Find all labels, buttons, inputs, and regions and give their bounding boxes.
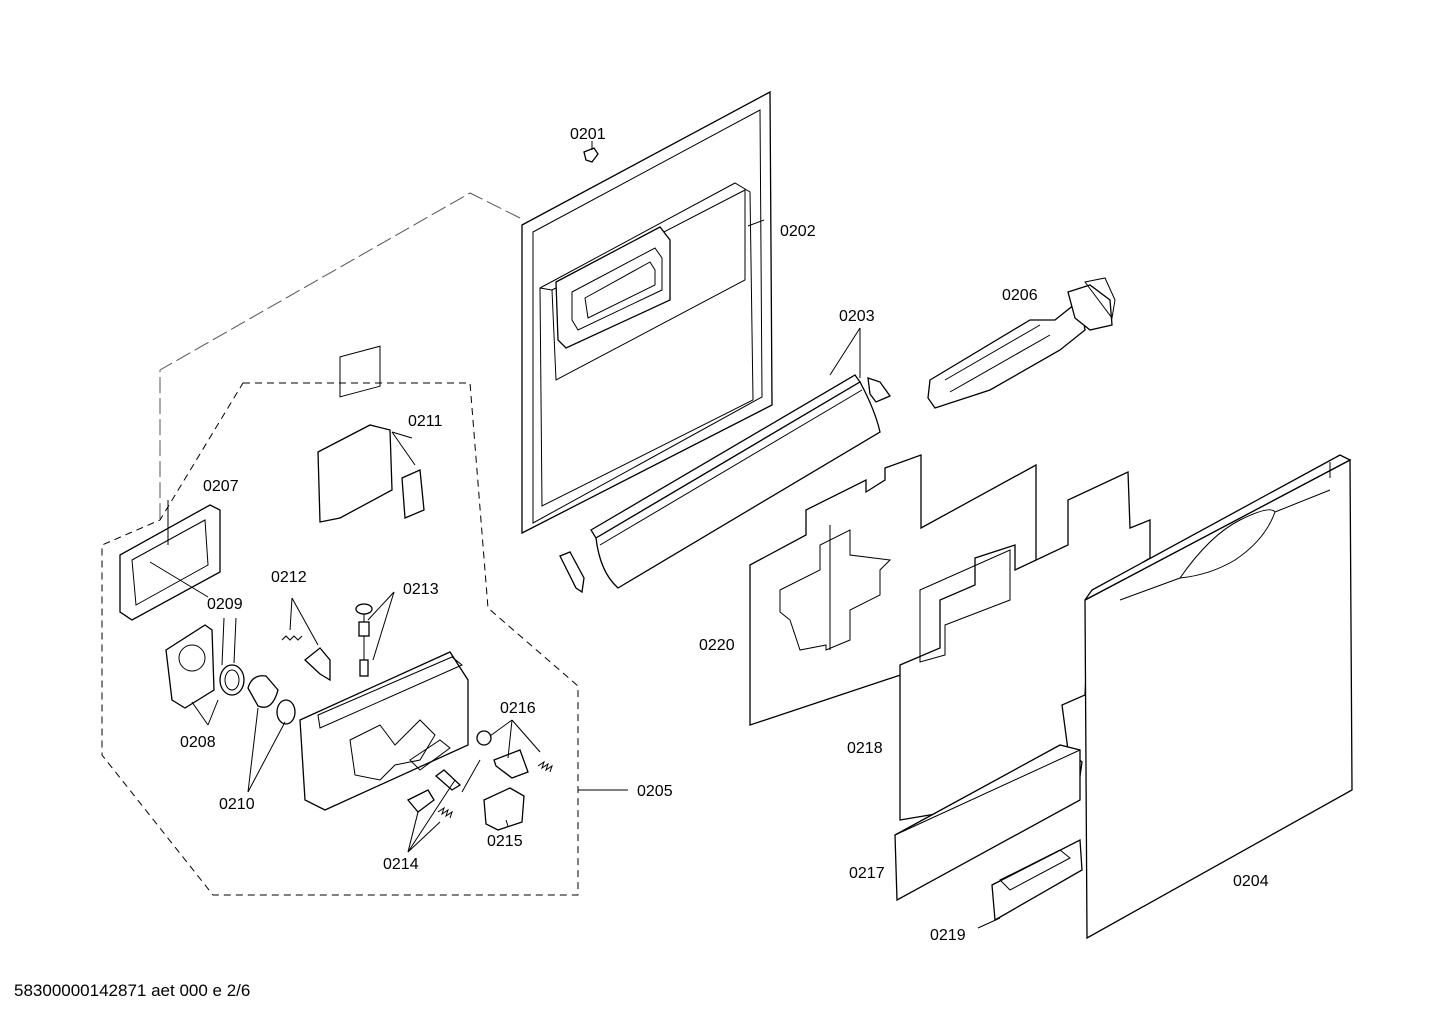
part-0212-spring-lever <box>281 635 331 682</box>
label-0207: 0207 <box>203 478 239 495</box>
part-labels: 0201 0202 0203 0204 0205 0206 0207 0208 … <box>180 126 1269 944</box>
part-0201-screw <box>583 147 599 163</box>
outer-assembly-outline <box>159 192 521 520</box>
label-0201: 0201 <box>570 126 606 143</box>
part-0214-parts <box>406 759 481 819</box>
part-0207-gasket-frame <box>119 504 221 621</box>
part-0211-cover <box>317 345 425 523</box>
label-0220: 0220 <box>699 637 735 654</box>
part-0215-switch <box>483 787 525 831</box>
label-0211: 0211 <box>408 413 443 430</box>
label-0216: 0216 <box>500 700 536 717</box>
part-0202-inner-door <box>521 90 773 535</box>
label-0205: 0205 <box>637 783 673 800</box>
part-0204-outer-door <box>1084 454 1353 940</box>
part-0206-bracket <box>927 277 1116 409</box>
label-0206: 0206 <box>1002 287 1038 304</box>
label-0203: 0203 <box>839 308 875 325</box>
label-0210: 0210 <box>219 796 255 813</box>
label-0213: 0213 <box>403 581 439 598</box>
part-0219-handle-strip <box>991 838 1083 922</box>
leader-lines <box>149 141 1001 929</box>
part-0203-profile-strip <box>559 374 891 594</box>
label-0217: 0217 <box>849 865 885 882</box>
label-0218: 0218 <box>847 740 883 757</box>
part-0205-lock-housing <box>299 651 469 811</box>
label-0202: 0202 <box>780 223 816 240</box>
label-0209: 0209 <box>207 596 243 613</box>
label-0219: 0219 <box>930 927 966 944</box>
label-0214: 0214 <box>383 856 419 873</box>
label-0204: 0204 <box>1233 873 1269 890</box>
label-0208: 0208 <box>180 734 216 751</box>
door-lock-assembly-outline <box>101 382 579 896</box>
part-0210-bushing <box>247 675 296 725</box>
label-0212: 0212 <box>271 569 307 586</box>
label-0215: 0215 <box>487 833 523 850</box>
drawing-reference-number: 58300000142871 aet 000 e 2/6 <box>14 981 251 1000</box>
part-0217-strip <box>894 744 1081 902</box>
part-0209-ring <box>219 664 245 696</box>
part-0208-lid <box>165 624 215 709</box>
part-0213-pin <box>355 603 373 677</box>
part-0216-parts <box>476 730 553 779</box>
